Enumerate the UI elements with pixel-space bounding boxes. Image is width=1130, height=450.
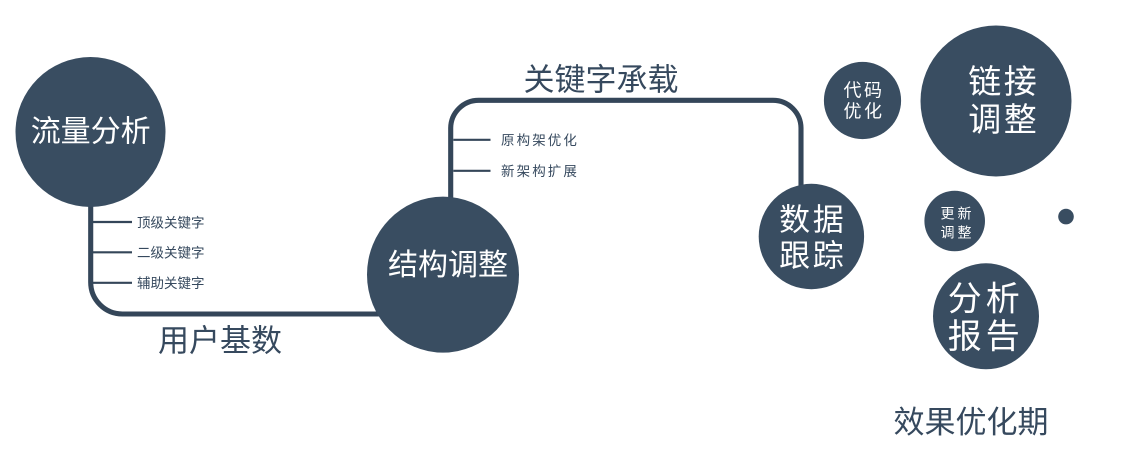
svg-text:辅助关键字: 辅助关键字 [137,276,205,291]
svg-text:用户基数: 用户基数 [158,324,282,359]
svg-text:分析: 分析 [948,281,1024,319]
svg-text:数据: 数据 [779,202,846,237]
svg-text:优化: 优化 [844,101,885,121]
svg-text:跟踪: 跟踪 [779,238,846,273]
svg-text:原构架优化: 原构架优化 [501,133,579,148]
svg-text:流量分析: 流量分析 [31,116,151,149]
svg-text:链接: 链接 [968,63,1039,100]
svg-text:更新: 更新 [941,206,975,222]
svg-text:效果优化期: 效果优化期 [894,405,1049,440]
svg-text:调整: 调整 [968,101,1039,138]
svg-text:代码: 代码 [844,80,885,100]
svg-text:顶级关键字: 顶级关键字 [137,215,205,230]
svg-text:结构调整: 结构调整 [388,249,508,282]
svg-text:二级关键字: 二级关键字 [137,246,205,261]
svg-text:关键字承载: 关键字承载 [524,63,679,98]
svg-text:报告: 报告 [948,318,1024,356]
svg-text:新架构扩展: 新架构扩展 [501,164,579,179]
svg-text:调整: 调整 [941,225,975,241]
